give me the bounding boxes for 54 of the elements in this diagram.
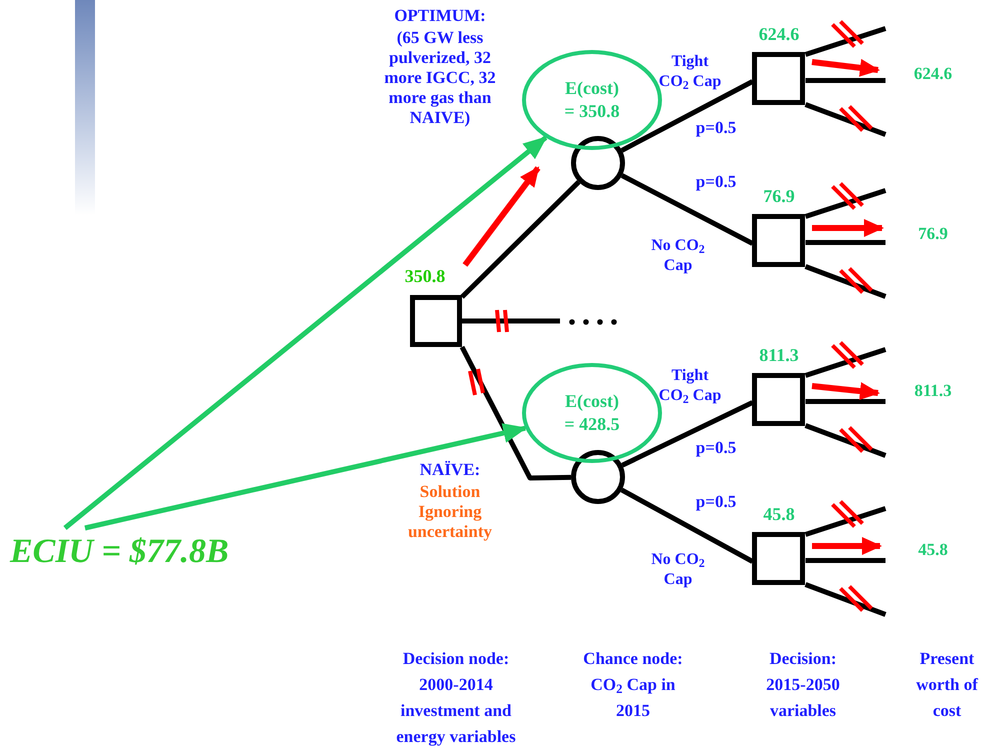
value-label: 811.3 [913, 381, 953, 401]
arrow [84, 423, 528, 530]
branch-line [804, 264, 886, 299]
branch-line [621, 400, 754, 468]
value-label: 811.3 [758, 344, 800, 367]
decision-box [752, 52, 805, 105]
branch-line [806, 399, 886, 404]
branch-label: Tight CO$_{2}$ Cap [658, 52, 722, 92]
branch-line [620, 79, 754, 153]
probability-label: p=0.5 [694, 172, 738, 192]
eciu-text: ECIU = $77.8B [10, 528, 272, 576]
value-label: 45.8 [917, 540, 949, 560]
branch-label: No CO$_{2}$ Cap [650, 236, 706, 276]
decision-box [752, 373, 805, 426]
heading-text: NAÏVE: [418, 460, 482, 480]
arrow [63, 136, 548, 530]
decision-box [752, 214, 805, 267]
value-label: 76.9 [762, 185, 796, 208]
column-caption: Chance node: CO$_{2}$ Cap in 2015 [582, 648, 684, 722]
value-label: 45.8 [762, 503, 796, 526]
probability-label: p=0.5 [694, 118, 738, 138]
value-label: 76.9 [917, 224, 949, 244]
column-caption: Present worth of cost [915, 648, 980, 722]
column-caption: Decision: 2015-2050 variables [765, 648, 841, 722]
note-text: (65 GW less pulverized, 32 more IGCC, 32 more gas than NAIVE) [383, 28, 497, 128]
branch-label: No CO$_{2}$ Cap [650, 550, 706, 590]
branch-line [620, 173, 754, 246]
expected-cost-text: E(cost) = 428.5 [563, 390, 621, 436]
value-label: 350.8 [404, 265, 446, 288]
decision-box [752, 532, 805, 585]
branch-line [806, 78, 886, 83]
note-text: Solution Ignoring uncertainty [406, 482, 494, 542]
branch-line [804, 347, 886, 378]
branch-line [460, 180, 581, 299]
branch-line [804, 26, 886, 57]
branch-line [460, 346, 572, 480]
expected-cost-text: E(cost) = 350.8 [563, 77, 621, 123]
column-caption: Decision node: 2000-2014 investment and energy variables [395, 648, 517, 748]
probability-label: p=0.5 [694, 492, 738, 512]
branch-line [620, 488, 754, 564]
value-label: 624.6 [912, 64, 954, 84]
branch-line [804, 582, 886, 617]
branch-line [804, 188, 886, 219]
branch-line [806, 240, 886, 245]
branch-label: Tight CO$_{2}$ Cap [658, 366, 722, 406]
branch-line [804, 102, 886, 137]
probability-label: p=0.5 [694, 438, 738, 458]
heading-text: OPTIMUM: [393, 6, 487, 26]
branch-line [804, 423, 886, 458]
branch-line [462, 318, 560, 324]
branch-line [806, 558, 886, 563]
branch-line [804, 506, 886, 537]
value-label: 624.6 [758, 23, 800, 46]
decision-box [410, 295, 462, 347]
